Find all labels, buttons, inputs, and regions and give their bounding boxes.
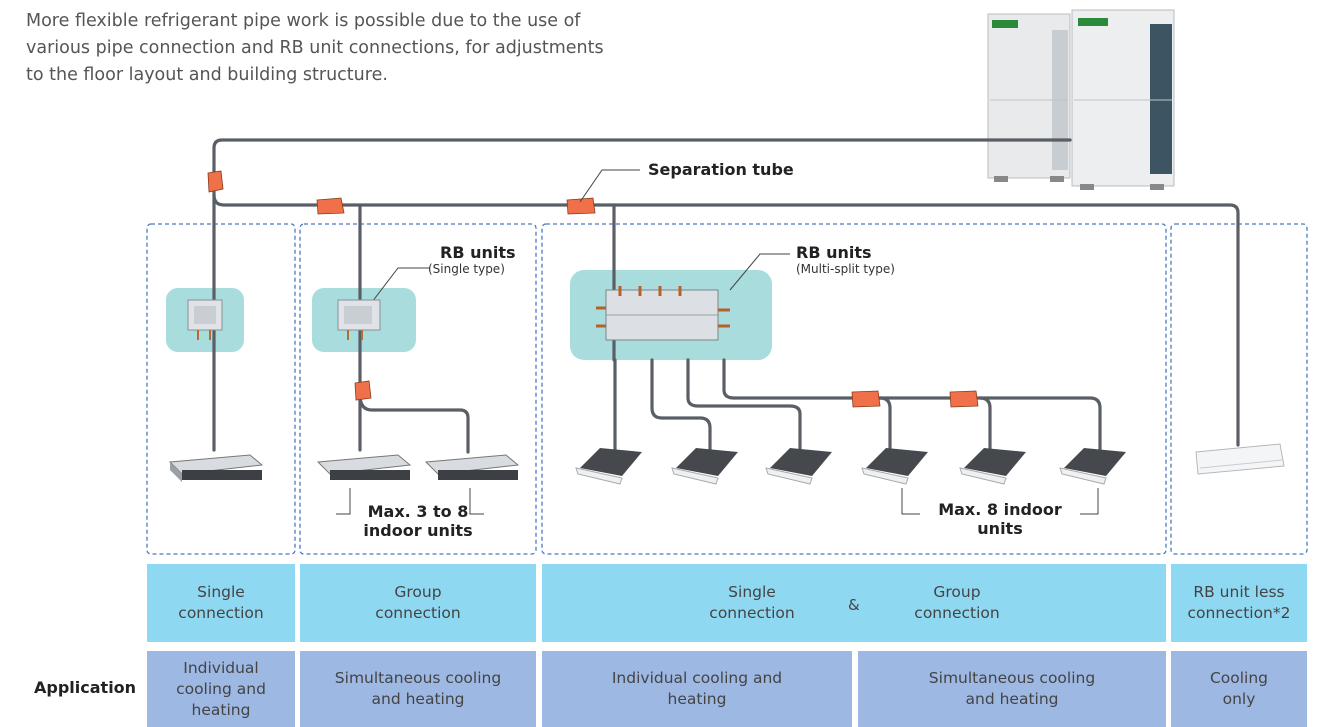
application-col2: Simultaneous cooling and heating [300, 651, 536, 727]
separation-tube-icon [207, 170, 224, 193]
separation-tube-icon [851, 390, 881, 408]
application-col5: Cooling only [1171, 651, 1307, 727]
rb-multi-subtitle: (Multi-split type) [796, 262, 895, 276]
connection-single: Single connection [147, 564, 295, 642]
separation-tube-icon [566, 197, 596, 215]
intro-text: More flexible refrigerant pipe work is p… [26, 11, 604, 85]
cassette-indoor-unit-icon [765, 448, 832, 485]
application-label: Application [34, 678, 137, 697]
rb-unit-icon [187, 299, 223, 340]
max-multi-label: Max. 8 indoor units [938, 500, 1062, 538]
cassette-indoor-unit-icon [671, 448, 738, 485]
application-col4: Simultaneous cooling and heating [858, 651, 1166, 727]
cassette-indoor-unit-icon [861, 448, 928, 485]
wall-mounted-unit-icon [1195, 443, 1285, 475]
cassette-indoor-unit-icon [1059, 448, 1126, 485]
connection-mixed: Single connection Group connection [542, 564, 1166, 642]
ducted-indoor-unit-icon [316, 454, 412, 480]
separation-tube-label: Separation tube [648, 160, 794, 179]
zone-single [146, 223, 296, 555]
outdoor-unit-icon [987, 9, 1175, 190]
connection-rb-less: RB unit less connection*2 [1171, 564, 1307, 642]
rb-multi-unit-icon [596, 286, 730, 341]
rb-unit-icon [337, 299, 381, 340]
zone-multi [541, 223, 1167, 555]
connection-group: Group connection [300, 564, 536, 642]
rb-single-title: RB units [440, 243, 516, 262]
separation-tube-icon [354, 380, 372, 401]
ducted-indoor-unit-icon [424, 454, 520, 480]
separation-tube-icon [949, 390, 979, 408]
ducted-indoor-unit-icon [168, 454, 264, 482]
ampersand: & [848, 596, 860, 614]
connection-mixed-single: Single connection [709, 583, 795, 622]
separation-tube-icon [316, 197, 345, 215]
application-col3: Individual cooling and heating [542, 651, 852, 727]
zone-group [299, 223, 537, 555]
max-group-label: Max. 3 to 8 indoor units [363, 502, 473, 540]
rb-multi-title: RB units [796, 243, 872, 262]
cassette-indoor-unit-icon [575, 448, 642, 485]
application-col1: Individual cooling and heating [147, 651, 295, 727]
connection-mixed-group: Group connection [914, 583, 1000, 622]
cassette-indoor-unit-icon [959, 448, 1026, 485]
rb-single-subtitle: (Single type) [428, 262, 505, 276]
